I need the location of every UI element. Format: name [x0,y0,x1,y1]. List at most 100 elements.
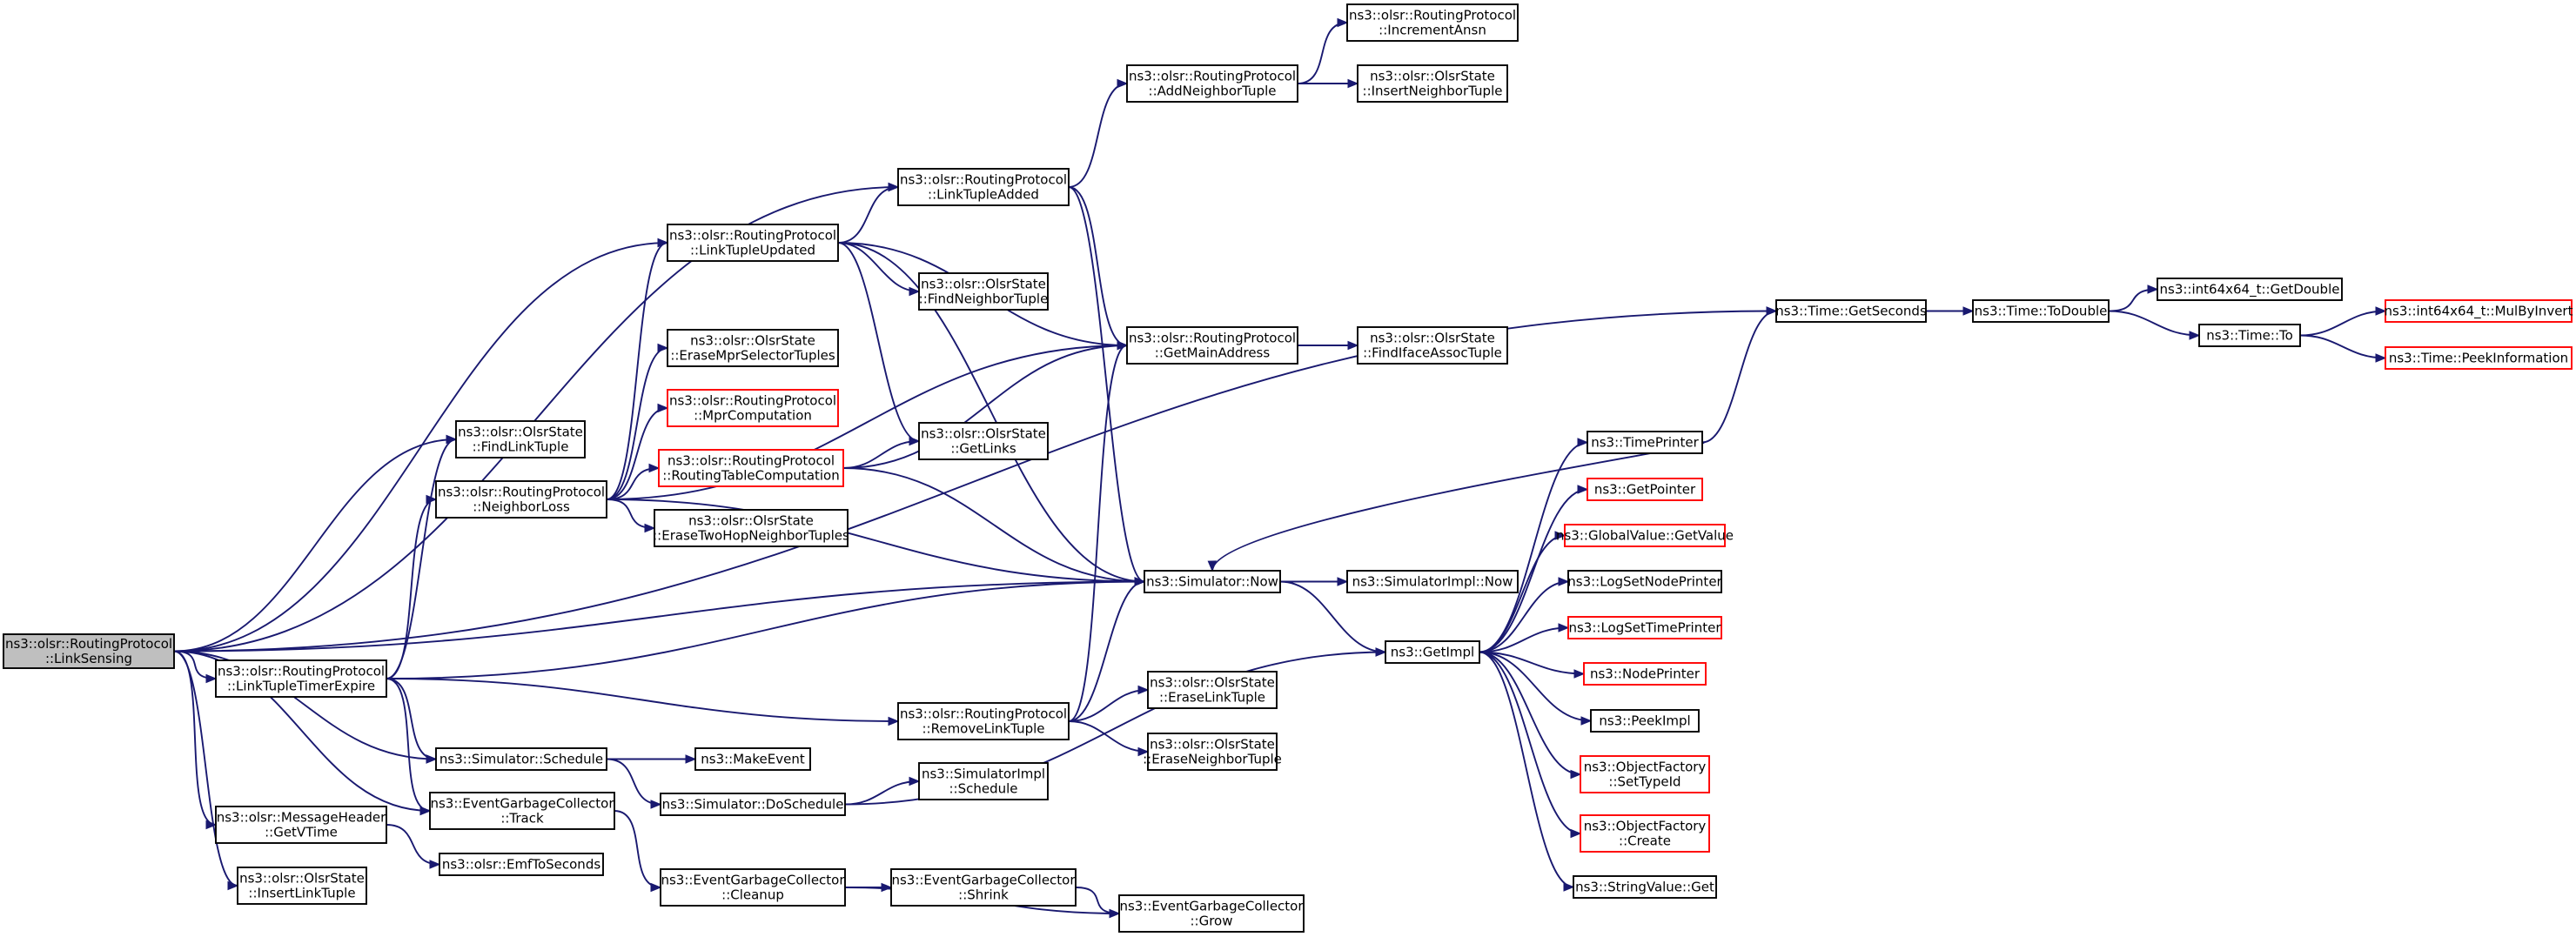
node-label-line: ns3::EventGarbageCollector [891,873,1076,888]
node-label-line: ::EraseLinkTuple [1159,690,1265,706]
node-msgheader-getvtime[interactable]: ns3::olsr::MessageHeader::GetVTime [215,806,387,844]
node-time-peekinformation[interactable]: ns3::Time::PeekInformation [2385,346,2573,370]
node-insertlinktuple[interactable]: ns3::olsr::OlsrState::InsertLinkTuple [237,867,367,905]
node-label-line: ns3::olsr::EmfToSeconds [442,857,601,873]
node-getimpl[interactable]: ns3::GetImpl [1385,640,1480,664]
node-label-line: ::EraseNeighborTuple [1143,752,1282,767]
edge-getimpl-to-logsettimeprinter-arrowhead [1558,623,1570,632]
node-objectfactory-create[interactable]: ns3::ObjectFactory::Create [1580,814,1710,853]
node-sim-now[interactable]: ns3::Simulator::Now [1144,570,1281,593]
node-time-todouble[interactable]: ns3::Time::ToDouble [1972,299,2110,323]
node-simulatorimpl-schedule[interactable]: ns3::SimulatorImpl::Schedule [918,762,1049,800]
node-mprcomputation[interactable]: ns3::olsr::RoutingProtocol::MprComputati… [667,389,839,427]
edge-egc-shrink-to-egc-grow-arrowhead [1109,908,1121,919]
edge-addneighbortuple-to-incrementansn [1297,22,1348,84]
node-peekimpl[interactable]: ns3::PeekImpl [1590,709,1700,733]
node-emftoseconds[interactable]: ns3::olsr::EmfToSeconds [439,853,604,876]
edge-linksensing-to-linktupleadded [173,186,899,653]
node-getpointer[interactable]: ns3::GetPointer [1587,478,1703,501]
node-linktupleupdated[interactable]: ns3::olsr::RoutingProtocol::LinkTupleUpd… [667,224,839,262]
node-linktupleadded[interactable]: ns3::olsr::RoutingProtocol::LinkTupleAdd… [897,168,1070,206]
node-box [215,806,387,844]
edge-linktupleupdated-to-getlinks [837,242,920,442]
node-box [2157,278,2343,301]
node-label-line: ns3::olsr::RoutingProtocol [900,172,1067,188]
node-egc-shrink[interactable]: ns3::EventGarbageCollector::Shrink [890,868,1077,907]
node-egc-cleanup[interactable]: ns3::EventGarbageCollector::Cleanup [660,868,846,907]
node-egc-track[interactable]: ns3::EventGarbageCollector::Track [429,792,615,830]
node-label-line: ::FindIfaceAssocTuple [1363,345,1502,361]
node-label-line: ::GetMainAddress [1155,345,1271,361]
edge-addneighbortuple-to-insertneighbortuple-arrowhead [1347,78,1359,89]
node-erasemprselectortuples[interactable]: ns3::olsr::OlsrState::EraseMprSelectorTu… [667,329,839,367]
node-incrementansn[interactable]: ns3::olsr::RoutingProtocol::IncrementAns… [1346,3,1519,42]
node-label-line: ns3::PeekImpl [1599,713,1690,729]
node-globalvalue-getvalue[interactable]: ns3::GlobalValue::GetValue [1556,524,1734,547]
node-int64x64-getdouble[interactable]: ns3::int64x64_t::GetDouble [2157,278,2343,301]
node-erasetwohopneighbortuples[interactable]: ns3::olsr::OlsrState::EraseTwoHopNeighbo… [653,509,849,547]
edge-sim-now-to-simulatorimpl-now-arrowhead [1337,577,1349,586]
edge-linktupleupdated-to-linktupleadded-arrowhead [888,182,900,192]
node-label-line: ns3::EventGarbageCollector [661,873,845,888]
node-label-line: ns3::GlobalValue::GetValue [1556,528,1734,544]
edge-linktupleadded-to-getmainaddress [1068,186,1128,346]
edge-sim-doschedule-to-simulatorimpl-schedule-arrowhead [909,776,921,786]
node-objectfactory-settypeid[interactable]: ns3::ObjectFactory::SetTypeId [1580,755,1710,793]
node-box [1573,875,1717,899]
node-label-line: ns3::GetImpl [1391,645,1474,660]
edge-removelinktuple-to-eraselinktuple [1068,689,1149,722]
node-sim-schedule[interactable]: ns3::Simulator::Schedule [435,747,607,771]
node-label-line: ns3::olsr::OlsrState [1150,737,1275,753]
node-neighborloss[interactable]: ns3::olsr::RoutingProtocol::NeighborLoss [435,480,607,519]
node-findifaceassoctuple[interactable]: ns3::olsr::OlsrState::FindIfaceAssocTupl… [1357,326,1508,365]
node-getlinks[interactable]: ns3::olsr::OlsrState::GetLinks [918,422,1049,460]
node-makeevent[interactable]: ns3::MakeEvent [694,747,811,771]
edge-neighborloss-to-linktupleupdated [606,242,668,500]
node-logsetnodeprinter[interactable]: ns3::LogSetNodePrinter [1567,570,1723,593]
node-box [1775,299,1927,323]
node-label-line: ::AddNeighborTuple [1149,84,1277,99]
node-eraseneighbortuple[interactable]: ns3::olsr::OlsrState::EraseNeighborTuple [1143,733,1282,771]
edge-neighborloss-to-getmainaddress [606,345,1128,500]
node-linktupletimerexpire[interactable]: ns3::olsr::RoutingProtocol::LinkTupleTim… [215,659,387,698]
node-logsettimeprinter[interactable]: ns3::LogSetTimePrinter [1567,616,1722,639]
node-box [1126,326,1298,365]
edge-getimpl-to-logsetnodeprinter [1479,580,1569,653]
node-box [1972,299,2110,323]
node-box [890,868,1077,907]
edge-getimpl-to-timeprinter-arrowhead [1577,438,1589,447]
node-addneighbortuple[interactable]: ns3::olsr::RoutingProtocol::AddNeighborT… [1126,64,1298,103]
node-removelinktuple[interactable]: ns3::olsr::RoutingProtocol::RemoveLinkTu… [897,702,1070,740]
node-insertneighbortuple[interactable]: ns3::olsr::OlsrState::InsertNeighborTupl… [1357,64,1508,103]
node-routingtablecomputation[interactable]: ns3::olsr::RoutingProtocol::RoutingTable… [658,449,844,487]
node-time-to[interactable]: ns3::Time::To [2198,324,2301,347]
node-label-line: ns3::olsr::RoutingProtocol [1129,331,1296,346]
node-getmainaddress[interactable]: ns3::olsr::RoutingProtocol::GetMainAddre… [1126,326,1298,365]
node-label-line: ::FindLinkTuple [473,439,569,455]
node-label-line: ns3::ObjectFactory [1584,760,1707,775]
node-findneighbortuple[interactable]: ns3::olsr::OlsrState::FindNeighborTuple [918,272,1049,311]
edge-msgheader-getvtime-to-emftoseconds [386,824,440,866]
node-label-line: ::GetVTime [265,825,338,840]
node-egc-grow[interactable]: ns3::EventGarbageCollector::Grow [1118,894,1305,933]
node-findlinktuple[interactable]: ns3::olsr::OlsrState::FindLinkTuple [455,420,586,458]
edge-sim-schedule-to-sim-doschedule-arrowhead [650,800,662,809]
node-box [660,793,846,816]
node-time-getseconds[interactable]: ns3::Time::GetSeconds [1775,299,1927,323]
node-timeprinter[interactable]: ns3::TimePrinter [1587,431,1703,454]
node-box [455,420,586,458]
node-label-line: ::Grow [1190,914,1232,929]
node-box [658,449,844,487]
node-nodeprinter[interactable]: ns3::NodePrinter [1583,662,1707,686]
node-int64x64-mulbyinvert[interactable]: ns3::int64x64_t::MulByInvert [2385,299,2573,323]
node-box [435,747,607,771]
node-box [1118,894,1305,933]
node-label-line: ns3::Time::PeekInformation [2389,351,2568,366]
node-eraselinktuple[interactable]: ns3::olsr::OlsrState::EraseLinkTuple [1147,671,1278,709]
node-linksensing[interactable]: ns3::olsr::RoutingProtocol::LinkSensing [3,633,175,669]
node-sim-doschedule[interactable]: ns3::Simulator::DoSchedule [660,793,846,816]
node-simulatorimpl-now[interactable]: ns3::SimulatorImpl::Now [1346,570,1519,593]
node-label-line: ns3::TimePrinter [1591,435,1699,451]
edge-linktupletimerexpire-to-removelinktuple [386,678,899,722]
node-stringvalue-get[interactable]: ns3::StringValue::Get [1573,875,1717,899]
